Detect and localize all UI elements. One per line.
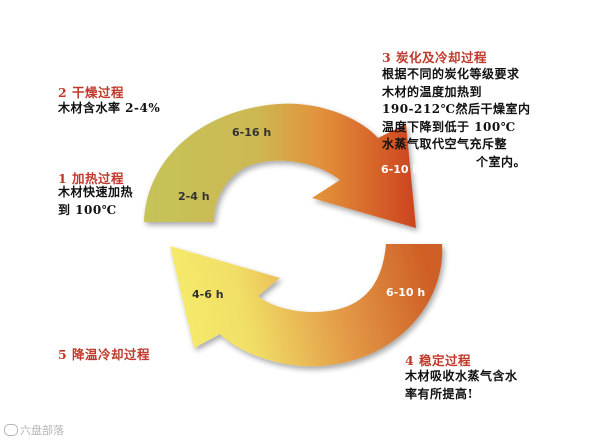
step-3-desc-line-2: 木材的温度加热到 bbox=[382, 84, 483, 99]
duration-heating: 2-4 h bbox=[178, 190, 210, 203]
duration-stabilizing: 6-10 h bbox=[386, 286, 426, 299]
upper-arrow bbox=[144, 103, 416, 228]
step-4-title: 4 稳定过程 bbox=[405, 353, 472, 368]
step-5-title: 5 降温冷却过程 bbox=[58, 347, 151, 362]
step-3-desc-line-6: 个室内。 bbox=[476, 154, 527, 169]
duration-cooling: 4-6 h bbox=[192, 288, 224, 301]
watermark: 六盘部落 bbox=[4, 422, 64, 438]
step-2-title: 2 干燥过程 bbox=[58, 85, 125, 100]
step-3-desc-line-4: 温度下降到低于 100℃ bbox=[382, 119, 516, 134]
step-1-desc-line-2: 到 100℃ bbox=[58, 203, 117, 217]
step-3-desc-line-5: 水蒸气取代空气充斥整 bbox=[382, 137, 508, 151]
step-4-desc-line-1: 木材吸收水蒸气含水 bbox=[405, 369, 518, 383]
step-4-desc-line-2: 率有所提高! bbox=[405, 387, 474, 401]
watermark-logo-icon bbox=[4, 424, 18, 436]
step-1-title: 1 加热过程 bbox=[58, 171, 125, 186]
step-3-desc-line-3: 190-212℃然后干燥室内 bbox=[382, 102, 531, 116]
step-1-desc-line-1: 木材快速加热 bbox=[58, 185, 134, 199]
duration-carbonizing: 6-10 h bbox=[381, 163, 421, 176]
step-3-desc-line-1: 根据不同的炭化等级要求 bbox=[382, 67, 520, 81]
lower-arrow bbox=[170, 244, 443, 367]
step-2-desc-line-1: 木材含水率 2-4% bbox=[58, 101, 161, 115]
watermark-text: 六盘部落 bbox=[20, 424, 64, 437]
duration-drying: 6-16 h bbox=[232, 126, 272, 139]
step-3-title: 3 炭化及冷却过程 bbox=[382, 50, 488, 65]
